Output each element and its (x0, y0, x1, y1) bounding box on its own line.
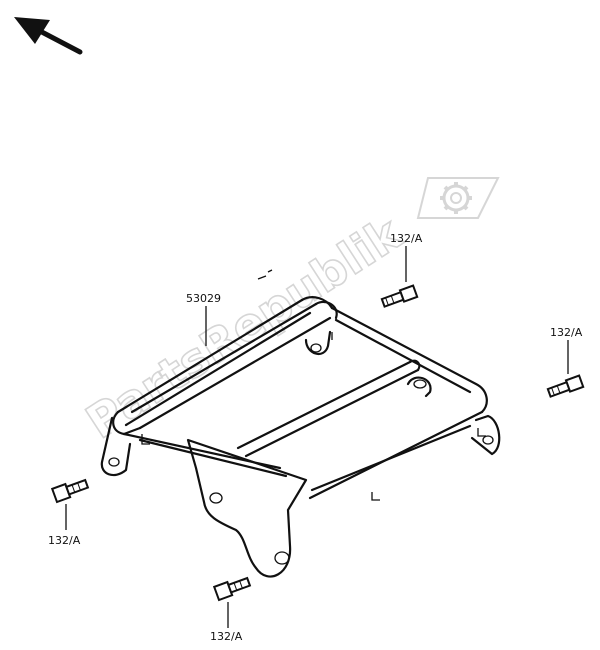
callout-bolt-bottom: 132/A (210, 630, 243, 643)
callout-rack: 53029 (186, 292, 221, 305)
callout-bolt-top: 132/A (390, 232, 423, 245)
arrow-up-left-icon (14, 17, 83, 55)
bolt-left (50, 478, 90, 504)
watermark-text: PartsRepublik (77, 206, 412, 450)
watermark-logo (416, 177, 500, 219)
leader-lines (65, 246, 569, 628)
callout-bolt-left: 132/A (48, 534, 81, 547)
bolt-bottom (212, 576, 252, 602)
rear-carrier-rack (100, 296, 501, 578)
bolt-top (380, 284, 419, 308)
gear-icon (440, 182, 472, 214)
bolt-right (546, 374, 585, 398)
callout-bolt-right: 132/A (550, 326, 583, 339)
